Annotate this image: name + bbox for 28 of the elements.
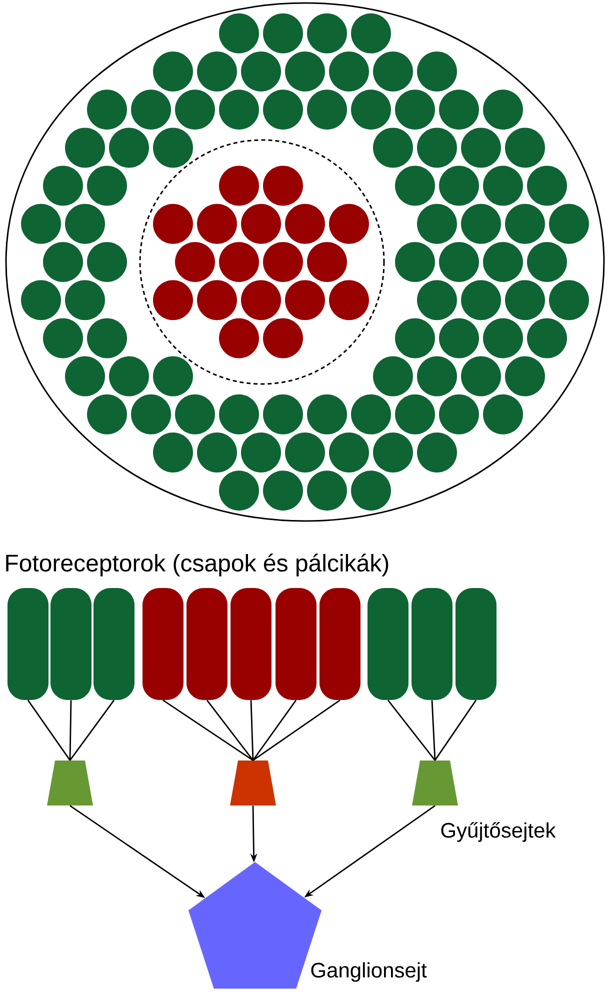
connector-line [162,700,254,761]
connector-line [434,700,477,761]
collector-cell [47,760,93,806]
connector-line [252,700,297,761]
connector-line [431,700,436,760]
photoreceptor-cell [368,588,408,700]
photoreceptor-cell [142,588,184,700]
connector-line [69,700,115,761]
photoreceptor-cell [276,588,316,700]
connector-line [250,700,254,760]
photoreceptor-cell [50,588,92,700]
photoreceptor-cell [456,588,496,700]
caption-label: Fotoreceptorok (csapok és pálcikák) [6,554,388,576]
collector-cell [412,760,458,806]
collector-cell [230,760,276,806]
photoreceptor-cell [230,588,272,700]
connector-line [27,700,71,761]
connector-line [252,700,340,761]
photoreceptor-cell [186,588,228,700]
photoreceptor-cell [412,588,452,700]
connector-line [387,700,436,761]
photoreceptor-cell [320,588,360,700]
photoreceptor-cell [8,588,48,700]
photoreceptor-cell [94,588,134,700]
caption-label: Gyűjtősejtek [441,822,556,842]
connector-line [206,700,254,761]
connector-line [69,700,72,760]
cell-label: Ganglionsejt [311,962,427,982]
